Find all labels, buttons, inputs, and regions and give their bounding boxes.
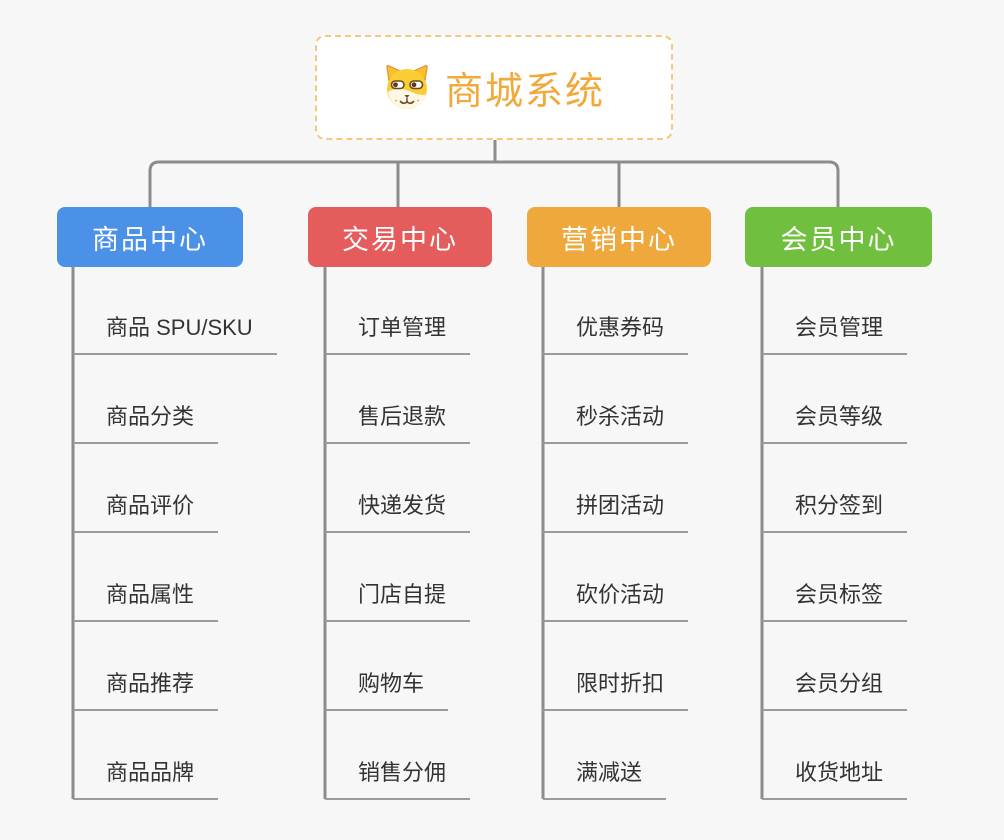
leaf-node[interactable]: 积分签到 — [762, 489, 908, 533]
leaf-node[interactable]: 秒杀活动 — [543, 400, 689, 444]
root-title: 商城系统 — [444, 71, 605, 113]
bus-connector — [148, 160, 840, 207]
leaf-node[interactable]: 优惠券码 — [543, 311, 689, 355]
leaf-node[interactable]: 售后退款 — [325, 400, 471, 444]
leaf-node[interactable]: 商品评价 — [73, 489, 219, 533]
leaf-node[interactable]: 门店自提 — [325, 578, 471, 622]
leaf-node[interactable]: 收货地址 — [762, 756, 908, 800]
branch-node-4[interactable]: 会员中心 — [745, 207, 932, 267]
leaf-node[interactable]: 商品 SPU/SKU — [73, 311, 277, 355]
leaf-node[interactable]: 会员等级 — [762, 400, 908, 444]
leaf-node[interactable]: 销售分佣 — [325, 756, 471, 800]
leaf-node[interactable]: 购物车 — [325, 667, 449, 711]
leaf-node[interactable]: 限时折扣 — [543, 667, 689, 711]
leaf-node[interactable]: 快递发货 — [325, 489, 471, 533]
leaf-node[interactable]: 会员分组 — [762, 667, 908, 711]
leaf-node[interactable]: 商品推荐 — [73, 667, 219, 711]
leaf-node[interactable]: 商品品牌 — [73, 756, 219, 800]
leaf-node[interactable]: 满减送 — [543, 756, 667, 800]
leaf-node[interactable]: 订单管理 — [325, 311, 471, 355]
dog-face-icon — [386, 64, 428, 109]
leaf-node[interactable]: 会员标签 — [762, 578, 908, 622]
branch-node-3[interactable]: 营销中心 — [527, 207, 711, 267]
branch-node-1[interactable]: 商品中心 — [57, 207, 243, 267]
root-node[interactable]: 商城系统 — [315, 35, 673, 140]
leaf-node[interactable]: 拼团活动 — [543, 489, 689, 533]
leaf-node[interactable]: 会员管理 — [762, 311, 908, 355]
leaf-node[interactable]: 商品分类 — [73, 400, 219, 444]
leaf-node[interactable]: 砍价活动 — [543, 578, 689, 622]
leaf-node[interactable]: 商品属性 — [73, 578, 219, 622]
branch-node-2[interactable]: 交易中心 — [308, 207, 492, 267]
